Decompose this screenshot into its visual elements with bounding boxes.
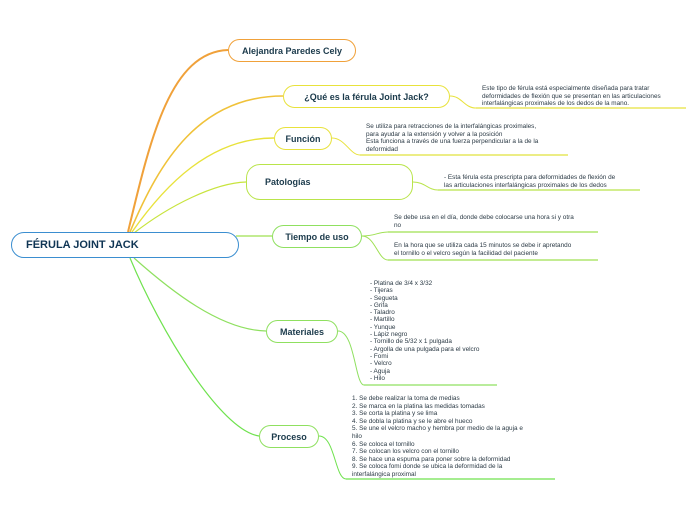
connector-materials-note [337, 330, 365, 386]
connector-pathologies [133, 181, 247, 234]
topic-pathologies[interactable]: Patologías [246, 164, 413, 200]
note-usage-time-1: Se debe usa en el día, donde debe coloca… [394, 214, 574, 229]
connector-usage-note-2 [361, 235, 389, 261]
note-materials: - Platina de 3/4 x 3/32 - Tijeras - Segu… [370, 280, 480, 382]
note-process: 1. Se debe realizar la toma de medias 2.… [352, 395, 523, 478]
connector-usage-note-1 [361, 231, 389, 237]
connector-process [129, 257, 260, 437]
topic-process[interactable]: Proceso [259, 425, 319, 448]
note-pathologies: - Esta férula esta prescripta para defor… [444, 174, 616, 189]
note-usage-time-2: En la hora que se utiliza cada 15 minuto… [394, 242, 572, 257]
connector-author [127, 49, 229, 233]
topic-materials[interactable]: Materiales [266, 320, 338, 343]
topic-author[interactable]: Alejandra Paredes Cely [228, 39, 356, 62]
note-function: Se utiliza para retracciones de la inter… [366, 123, 539, 153]
connector-pathologies-note [412, 181, 439, 191]
central-topic[interactable]: FÉRULA JOINT JACK [11, 232, 239, 258]
connector-what-note [449, 95, 477, 109]
topic-function[interactable]: Función [274, 127, 332, 150]
connector-function [131, 137, 275, 233]
connector-process-note [318, 435, 347, 480]
note-what-is: Este tipo de férula está especialmente d… [482, 85, 661, 107]
connector-function-note [331, 137, 361, 156]
topic-what-is[interactable]: ¿Qué es la férula Joint Jack? [283, 85, 450, 108]
connector-materials [133, 257, 267, 332]
connector-what [129, 95, 284, 233]
topic-usage-time[interactable]: Tiempo de uso [272, 225, 362, 248]
